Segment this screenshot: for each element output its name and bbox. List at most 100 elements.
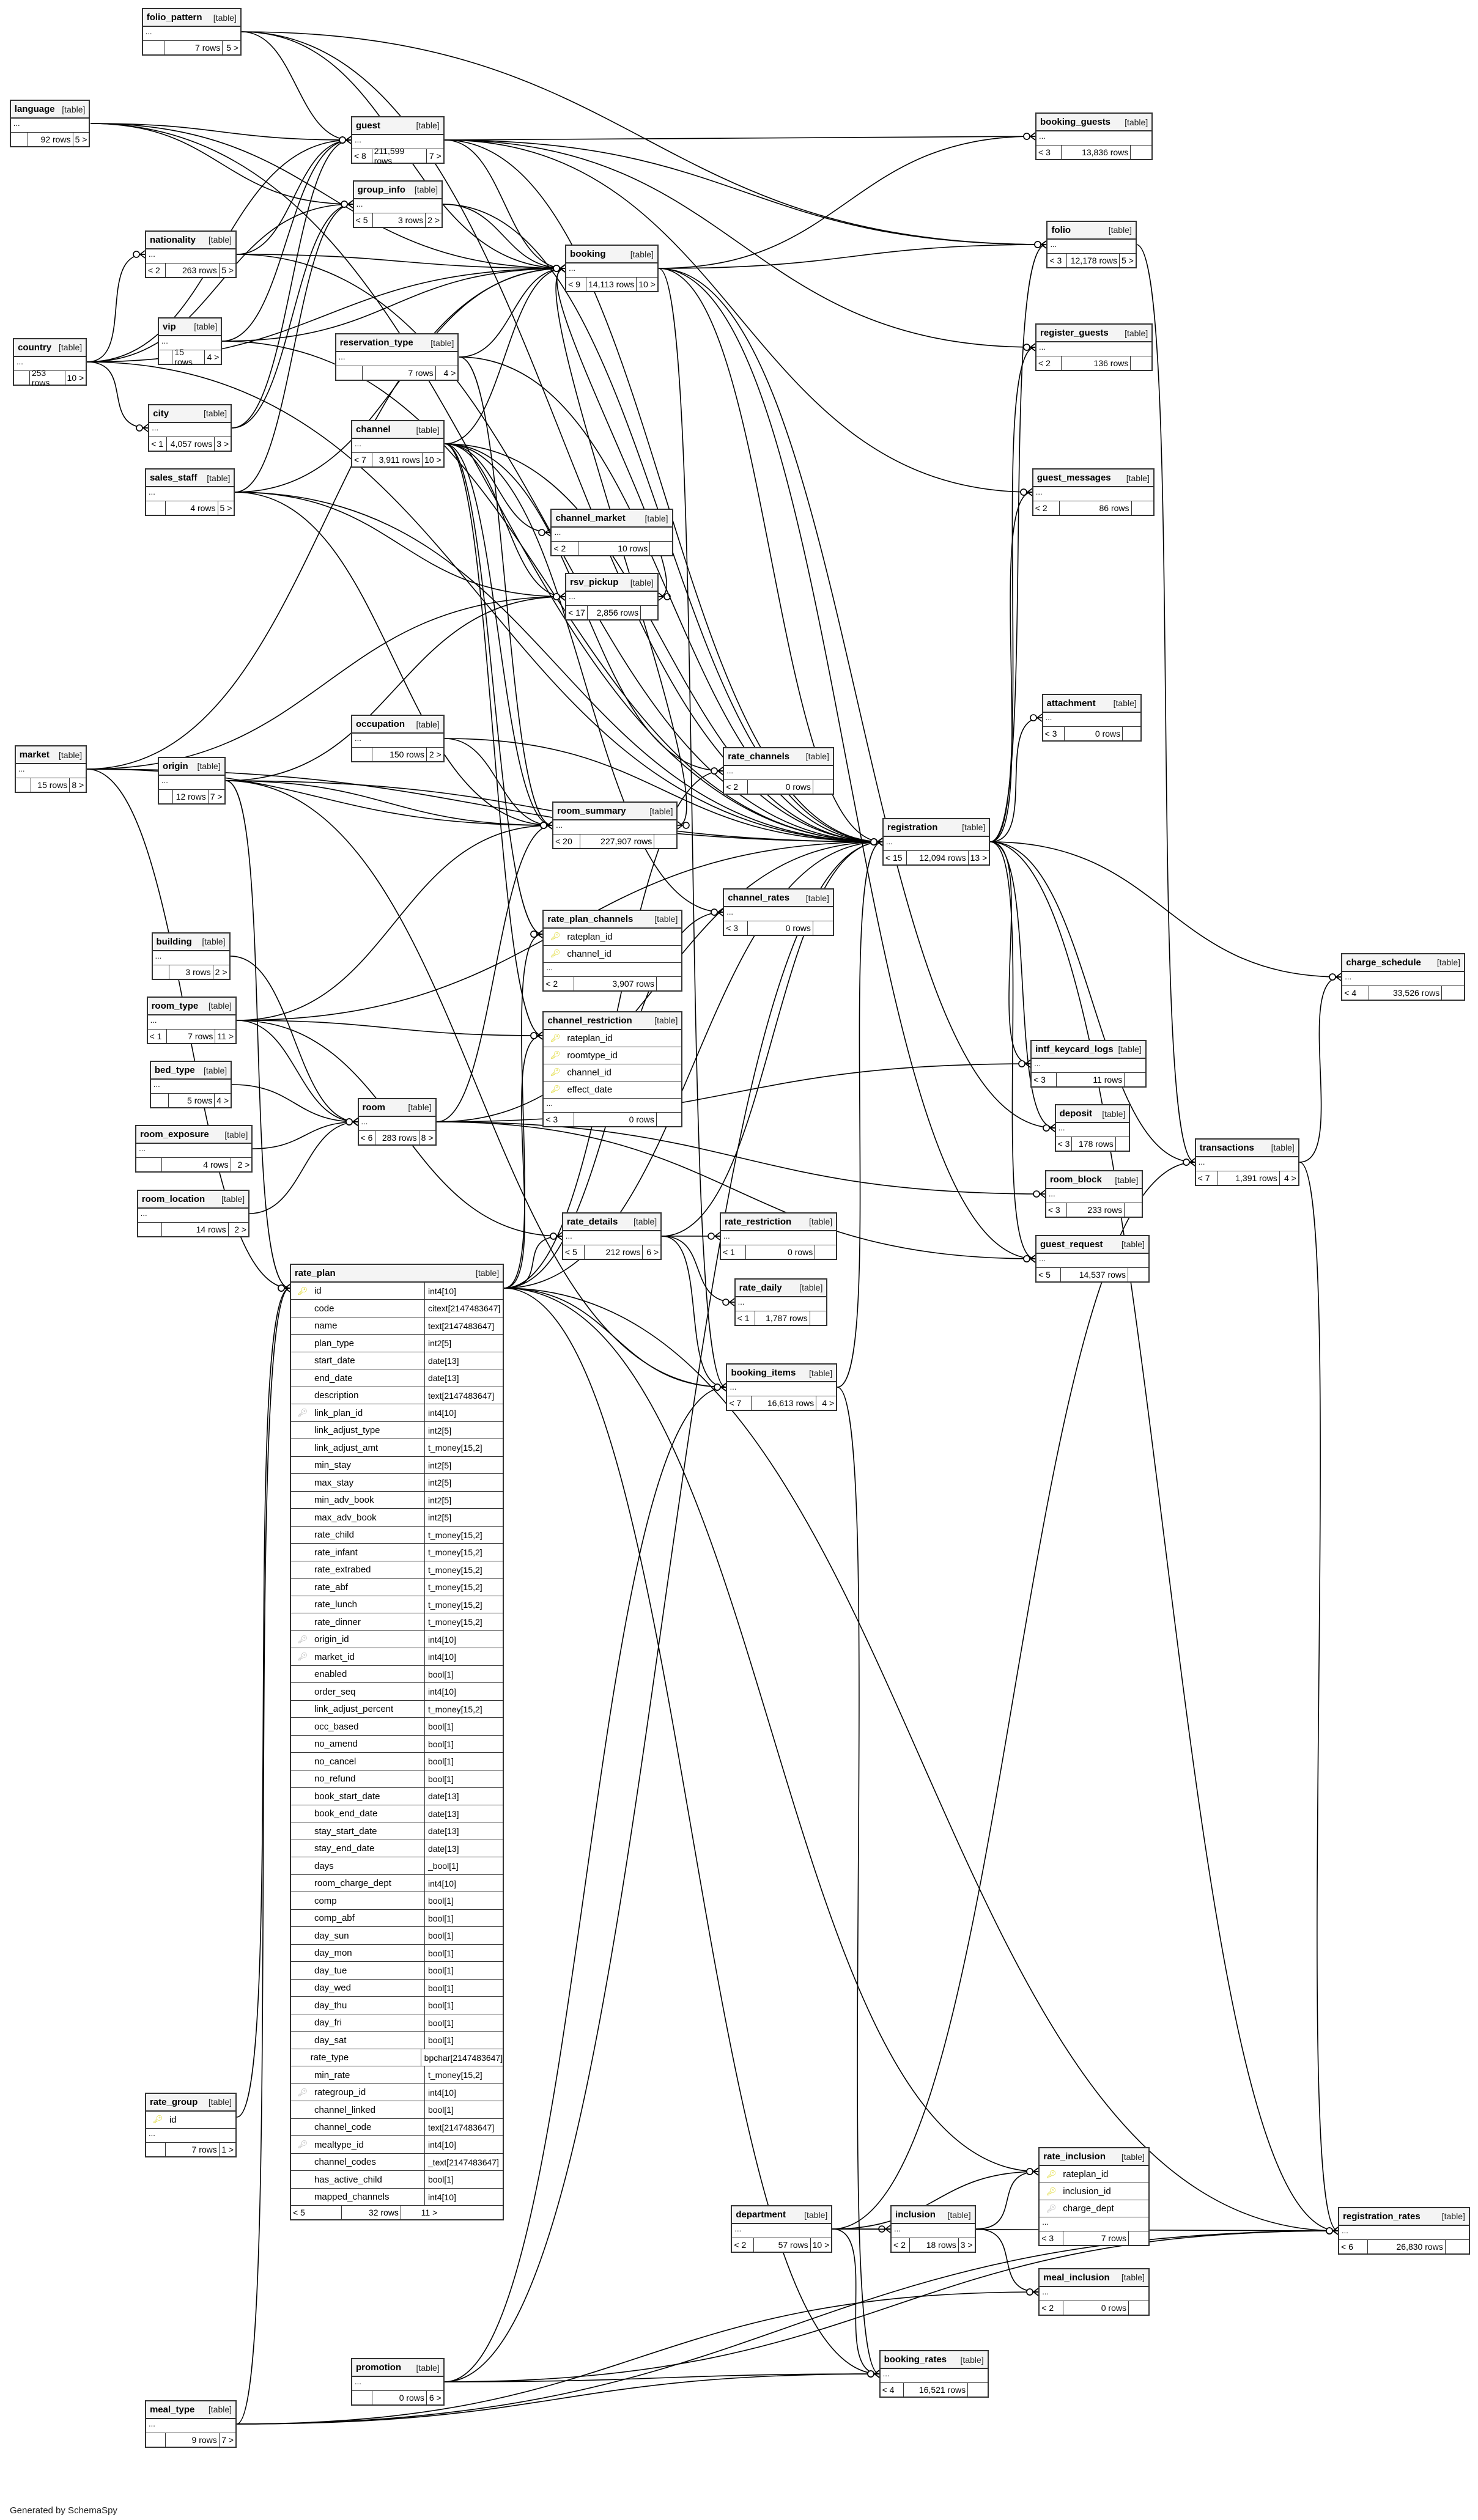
parents-link[interactable] bbox=[146, 501, 166, 515]
table-header[interactable]: rate_channels[table] bbox=[724, 748, 833, 766]
children-link[interactable]: 8 > bbox=[421, 1132, 434, 1143]
table-name[interactable]: guest bbox=[355, 120, 380, 131]
table-name[interactable]: rate_channels bbox=[728, 751, 790, 762]
parents-link[interactable] bbox=[146, 2142, 166, 2156]
table-name[interactable]: market bbox=[19, 750, 50, 761]
children-link[interactable]: 10 > bbox=[812, 2240, 830, 2250]
column-row[interactable]: 🔑︎rateplan_id bbox=[544, 929, 682, 946]
children-link[interactable]: 2 > bbox=[215, 967, 227, 977]
table-header[interactable]: booking_items[table] bbox=[727, 1365, 837, 1383]
table-rate-inclusion[interactable]: rate_inclusion[table]🔑︎rateplan_id🔑︎incl… bbox=[1038, 2147, 1150, 2247]
table-rate-plan-channels[interactable]: rate_plan_channels[table]🔑︎rateplan_id🔑︎… bbox=[542, 909, 683, 992]
parents-link[interactable]: < 2 bbox=[1040, 2301, 1064, 2315]
table-name[interactable]: rate_details bbox=[566, 1216, 618, 1227]
parents-link[interactable]: < 6 bbox=[1339, 2239, 1368, 2253]
parents-link[interactable] bbox=[352, 2391, 372, 2405]
table-name[interactable]: origin bbox=[163, 761, 188, 772]
table-header[interactable]: market[table] bbox=[15, 746, 86, 765]
children-link[interactable]: 8 > bbox=[72, 780, 84, 790]
table-name[interactable]: building bbox=[156, 936, 192, 947]
children-link[interactable]: 6 > bbox=[429, 2393, 442, 2403]
children-link[interactable] bbox=[1132, 501, 1153, 515]
parents-link[interactable]: < 2 bbox=[732, 2238, 754, 2252]
table-name[interactable]: deposit bbox=[1059, 1108, 1092, 1119]
table-name[interactable]: attachment bbox=[1046, 698, 1096, 709]
table-name[interactable]: registration_rates bbox=[1343, 2211, 1421, 2222]
table-name[interactable]: channel_rates bbox=[728, 893, 790, 904]
table-name[interactable]: transactions bbox=[1199, 1142, 1254, 1153]
parents-link[interactable] bbox=[16, 778, 31, 792]
table-name[interactable]: city bbox=[153, 408, 169, 419]
table-header[interactable]: guest_messages[table] bbox=[1033, 470, 1153, 488]
table-header[interactable]: room_summary[table] bbox=[553, 803, 677, 821]
children-link[interactable] bbox=[1125, 1203, 1142, 1217]
children-link[interactable]: 2 > bbox=[234, 1224, 247, 1234]
table-header[interactable]: deposit[table] bbox=[1055, 1105, 1129, 1124]
table-header[interactable]: folio[table] bbox=[1048, 221, 1136, 240]
table-name[interactable]: rsv_pickup bbox=[570, 577, 619, 588]
children-link[interactable]: 2 > bbox=[237, 1160, 250, 1170]
parents-link[interactable]: < 5 bbox=[563, 1245, 585, 1259]
table-name[interactable]: country bbox=[18, 342, 52, 353]
table-header[interactable]: group_info[table] bbox=[353, 181, 442, 199]
children-link[interactable]: 10 > bbox=[424, 455, 442, 465]
table-header[interactable]: sales_staff[table] bbox=[146, 470, 234, 488]
table-header[interactable]: rate_details[table] bbox=[563, 1213, 661, 1231]
column-row[interactable]: 🔑︎effect_date bbox=[544, 1081, 682, 1099]
children-link[interactable]: 1 > bbox=[221, 2144, 234, 2154]
table-header[interactable]: intf_keycard_logs[table] bbox=[1032, 1041, 1145, 1059]
table-header[interactable]: register_guests[table] bbox=[1036, 325, 1152, 343]
table-header[interactable]: department[table] bbox=[732, 2206, 832, 2225]
children-link[interactable]: 5 > bbox=[226, 43, 238, 53]
children-link[interactable]: 6 > bbox=[646, 1247, 659, 1257]
table-name[interactable]: channel_market bbox=[555, 513, 626, 524]
parents-link[interactable]: < 3 bbox=[1048, 253, 1067, 267]
children-link[interactable]: 3 > bbox=[960, 2240, 973, 2250]
parents-link[interactable]: < 2 bbox=[892, 2238, 910, 2252]
children-link[interactable] bbox=[1129, 2231, 1148, 2245]
table-name[interactable]: sales_staff bbox=[149, 473, 198, 484]
parents-link[interactable]: < 7 bbox=[727, 1396, 752, 1410]
table-name[interactable]: promotion bbox=[355, 2362, 402, 2373]
parents-link[interactable] bbox=[136, 1158, 162, 1172]
table-name[interactable]: channel_restriction bbox=[547, 1015, 632, 1026]
children-link[interactable] bbox=[815, 1245, 836, 1259]
table-header[interactable]: room[table] bbox=[358, 1099, 435, 1117]
parents-link[interactable] bbox=[159, 789, 174, 803]
